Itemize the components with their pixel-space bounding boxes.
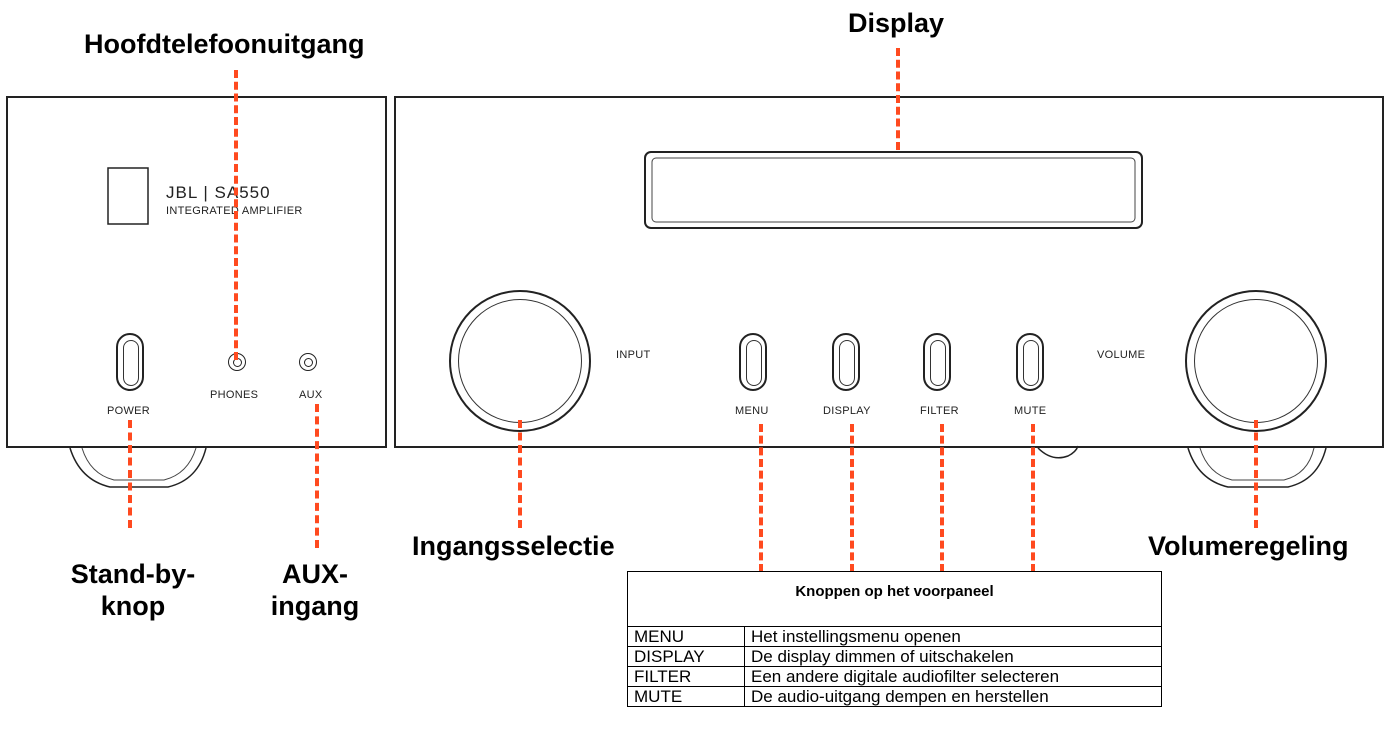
menu-label: MENU (735, 405, 769, 417)
phones-label: PHONES (210, 389, 259, 401)
table-header-row: Knoppen op het voorpaneel (627, 571, 1162, 627)
right-panel (394, 96, 1384, 448)
brand-name: JBL (166, 183, 198, 202)
callout-volume-control: Volumeregeling (1148, 531, 1349, 561)
table-key: MUTE (627, 686, 745, 707)
leader-aux (315, 404, 319, 548)
logo-square (107, 167, 149, 225)
leader-volume (1254, 420, 1258, 528)
leader-input (518, 420, 522, 528)
volume-knob[interactable] (1185, 290, 1327, 432)
filter-button[interactable] (923, 333, 951, 391)
leader-mute (1031, 424, 1035, 572)
left-foot (69, 447, 207, 488)
table-row: MENU Het instellingsmenu openen (627, 626, 1162, 647)
leader-menu (759, 424, 763, 572)
table-desc: De audio-uitgang dempen en herstellen (744, 686, 1162, 707)
input-knob[interactable] (449, 290, 591, 432)
aux-label: AUX (299, 389, 323, 401)
callout-input-selection: Ingangsselectie (412, 531, 615, 561)
table-key: MENU (627, 626, 745, 647)
callout-aux-input: AUX- ingang (270, 559, 360, 621)
aux-jack[interactable] (299, 353, 317, 371)
table-row: DISPLAY De display dimmen of uitschakele… (627, 646, 1162, 667)
leader-display (896, 48, 900, 150)
power-button[interactable] (116, 333, 144, 391)
filter-label: FILTER (920, 405, 959, 417)
leader-power (128, 420, 132, 528)
table-desc: Een andere digitale audiofilter selecter… (744, 666, 1162, 687)
table-key: FILTER (627, 666, 745, 687)
table-desc: De display dimmen of uitschakelen (744, 646, 1162, 667)
leader-display-btn (850, 424, 854, 572)
left-panel (6, 96, 387, 448)
callout-standby-button: Stand-by- knop (70, 559, 196, 621)
display-button[interactable] (832, 333, 860, 391)
model-name: SA550 (214, 183, 271, 202)
callout-display: Display (848, 8, 945, 38)
mute-button[interactable] (1016, 333, 1044, 391)
display-window (644, 151, 1143, 229)
mute-label: MUTE (1014, 405, 1047, 417)
brand-separator: | (203, 183, 215, 202)
leader-filter (940, 424, 944, 572)
callout-headphone-output: Hoofdtelefoonuitgang (84, 29, 365, 59)
table-desc: Het instellingsmenu openen (744, 626, 1162, 647)
table-row: MUTE De audio-uitgang dempen en herstell… (627, 686, 1162, 707)
table-title: Knoppen op het voorpaneel (627, 571, 1162, 627)
volume-label: VOLUME (1097, 349, 1146, 361)
input-label: INPUT (616, 349, 651, 361)
front-panel-buttons-table: Knoppen op het voorpaneel MENU Het inste… (627, 571, 1162, 707)
brand-text: JBL | SA550 (166, 183, 271, 203)
right-foot (1187, 447, 1327, 488)
menu-button[interactable] (739, 333, 767, 391)
table-row: FILTER Een andere digitale audiofilter s… (627, 666, 1162, 687)
leader-phones (234, 70, 238, 360)
power-label: POWER (107, 405, 151, 417)
display-label: DISPLAY (823, 405, 871, 417)
table-key: DISPLAY (627, 646, 745, 667)
